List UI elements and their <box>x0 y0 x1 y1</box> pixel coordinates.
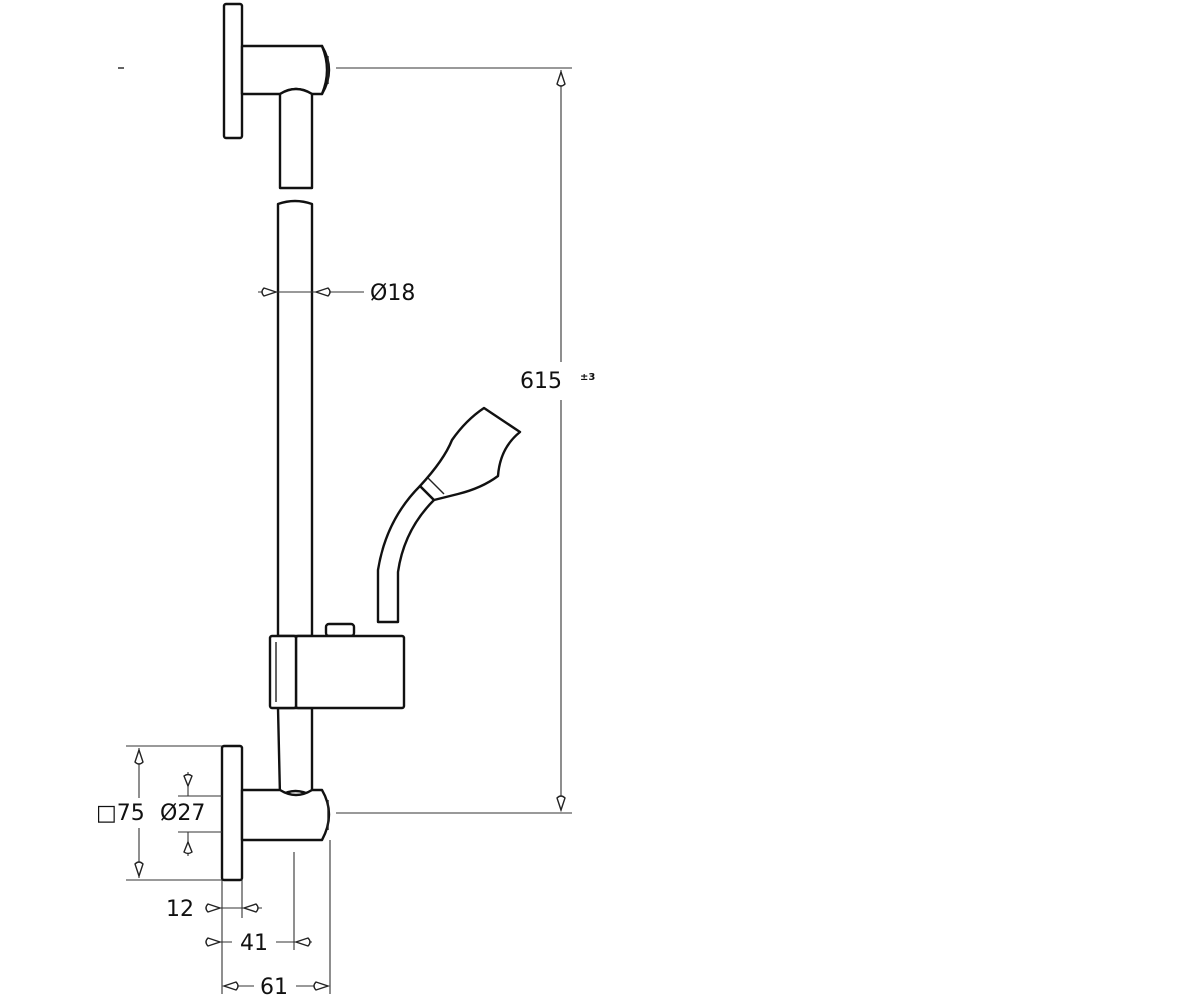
dim-flange-square: □75 <box>96 745 222 881</box>
slider-clamp <box>268 634 298 710</box>
bottom-wall-flange <box>220 744 244 882</box>
label-height-tolerance: ±3 <box>580 372 595 383</box>
label-height: 615 <box>520 369 562 394</box>
slider-body <box>294 634 406 710</box>
hose-curve <box>376 484 436 624</box>
slider-holder <box>268 406 522 710</box>
label-flange-thickness: 12 <box>166 897 194 922</box>
dim-bar-offset: 41 <box>205 931 312 956</box>
label-flange-diameter: Ø27 <box>160 801 205 826</box>
bottom-bracket-arm <box>240 788 331 842</box>
bar-tube-lower <box>276 706 314 798</box>
top-bracket-cap <box>320 44 331 96</box>
slide-bar <box>276 199 314 798</box>
dim-flange-diameter: Ø27 <box>160 772 222 856</box>
dim-bar-diameter: Ø18 <box>258 281 415 306</box>
label-bar-diameter: Ø18 <box>370 281 415 306</box>
top-wall-flange <box>222 2 244 140</box>
label-total-depth: 61 <box>260 975 288 1000</box>
bar-tube <box>276 199 314 638</box>
top-bar-stub <box>278 87 314 190</box>
slider-button <box>324 622 356 638</box>
top-bracket <box>222 2 331 190</box>
label-bar-offset: 41 <box>240 931 268 956</box>
dim-extension-lines <box>221 840 331 994</box>
dim-height: 615 ±3 <box>336 67 595 814</box>
top-bracket-arm <box>240 44 329 96</box>
hand-shower <box>418 406 522 502</box>
dim-total-depth: 61 <box>221 975 331 1000</box>
label-flange-square: □75 <box>96 801 145 826</box>
bottom-bracket <box>220 744 331 882</box>
dim-flange-thickness: 12 <box>166 897 262 922</box>
